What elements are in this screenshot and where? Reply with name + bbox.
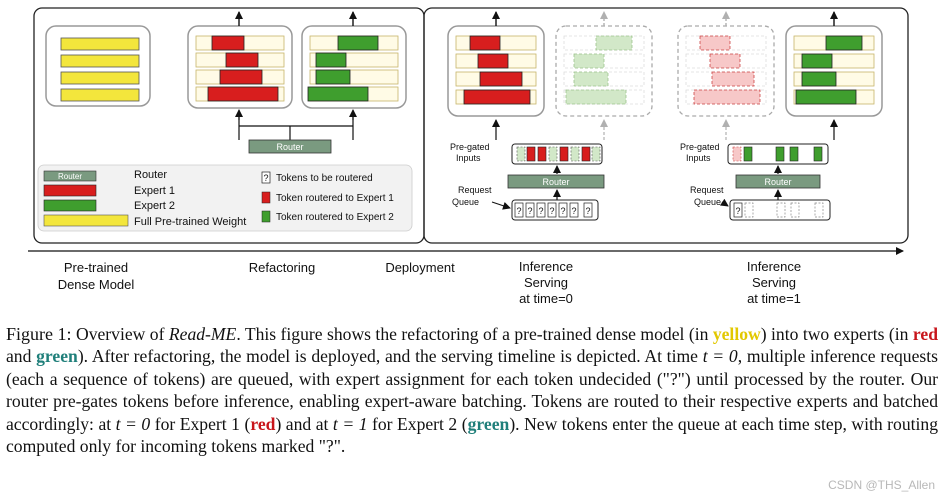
pregated-label-t1-1: Pre-gated: [680, 142, 720, 152]
legend-token-expert2: Token routered to Expert 2: [276, 212, 394, 223]
request-label-t1-1: Request: [690, 185, 724, 195]
watermark: CSDN @THS_Allen: [828, 478, 935, 492]
stage-inference1-2: Serving: [752, 275, 796, 290]
pregated-label-t1-2: Inputs: [686, 153, 711, 163]
svg-text:?: ?: [538, 206, 543, 216]
stage-deployment: Deployment: [385, 260, 455, 275]
request-label-t0-2: Queue: [452, 197, 479, 207]
stage-refactoring: Refactoring: [249, 260, 315, 275]
svg-text:?: ?: [516, 206, 521, 216]
pregated-inputs-t0: [511, 143, 603, 165]
inference-t1-expert1-idle: [677, 25, 775, 117]
figure-diagram: Router Router Router Expert 1 Expert 2 F…: [28, 7, 909, 306]
stage-inference0-2: Serving: [524, 275, 568, 290]
svg-text:?: ?: [585, 206, 590, 216]
stage-pretrained-1: Pre-trained: [64, 260, 128, 275]
stage-inference0-1: Inference: [519, 259, 573, 274]
legend-tokens-to-route: Tokens to be routered: [276, 173, 373, 184]
pregated-label-t0-1: Pre-gated: [450, 142, 490, 152]
refactor-router-label: Router: [276, 142, 303, 152]
legend-full-weight: Full Pre-trained Weight: [134, 216, 246, 228]
inference-t1-expert2: [785, 25, 883, 117]
router-t1: [735, 174, 821, 189]
svg-text:?: ?: [549, 206, 554, 216]
pregated-label-t0-2: Inputs: [456, 153, 481, 163]
refactor-router: [248, 139, 332, 154]
legend-expert1: Expert 1: [134, 185, 175, 197]
figure-caption: Figure 1: Overview of Read-ME. This figu…: [6, 324, 938, 457]
svg-text:?: ?: [263, 173, 268, 183]
request-label-t1-2: Queue: [694, 197, 721, 207]
request-queue-t0: ? ? ? ? ? ? ?: [511, 199, 599, 221]
request-queue-t1: ?: [729, 199, 831, 221]
legend: Router Router Expert 1 Expert 2 Full Pre…: [37, 164, 413, 232]
stage-inference1-3: at time=1: [747, 291, 801, 306]
svg-text:?: ?: [527, 206, 532, 216]
inference-t0-expert1: [447, 25, 545, 117]
svg-text:?: ?: [571, 206, 576, 216]
right-frame: [423, 7, 909, 244]
expert2-block: [301, 25, 407, 109]
pregated-inputs-t1: [727, 143, 829, 165]
stage-pretrained-2: Dense Model: [58, 277, 135, 292]
svg-text:?: ?: [560, 206, 565, 216]
legend-router: Router: [134, 169, 167, 181]
svg-text:Router: Router: [542, 177, 569, 187]
router-t0: [507, 174, 605, 189]
stage-inference1-1: Inference: [747, 259, 801, 274]
caption-figure-label: Figure 1:: [6, 324, 72, 344]
svg-text:?: ?: [735, 206, 740, 216]
expert1-block: [187, 25, 293, 109]
dense-model: [45, 25, 151, 107]
stage-inference0-3: at time=0: [519, 291, 573, 306]
inference-t0-expert2-idle: [555, 25, 653, 117]
legend-expert2: Expert 2: [134, 200, 175, 212]
legend-token-expert1: Token routered to Expert 1: [276, 193, 394, 204]
caption-method-name: Read-ME: [168, 324, 237, 344]
svg-text:Router: Router: [58, 172, 82, 181]
svg-text:Router: Router: [764, 177, 791, 187]
request-label-t0-1: Request: [458, 185, 492, 195]
